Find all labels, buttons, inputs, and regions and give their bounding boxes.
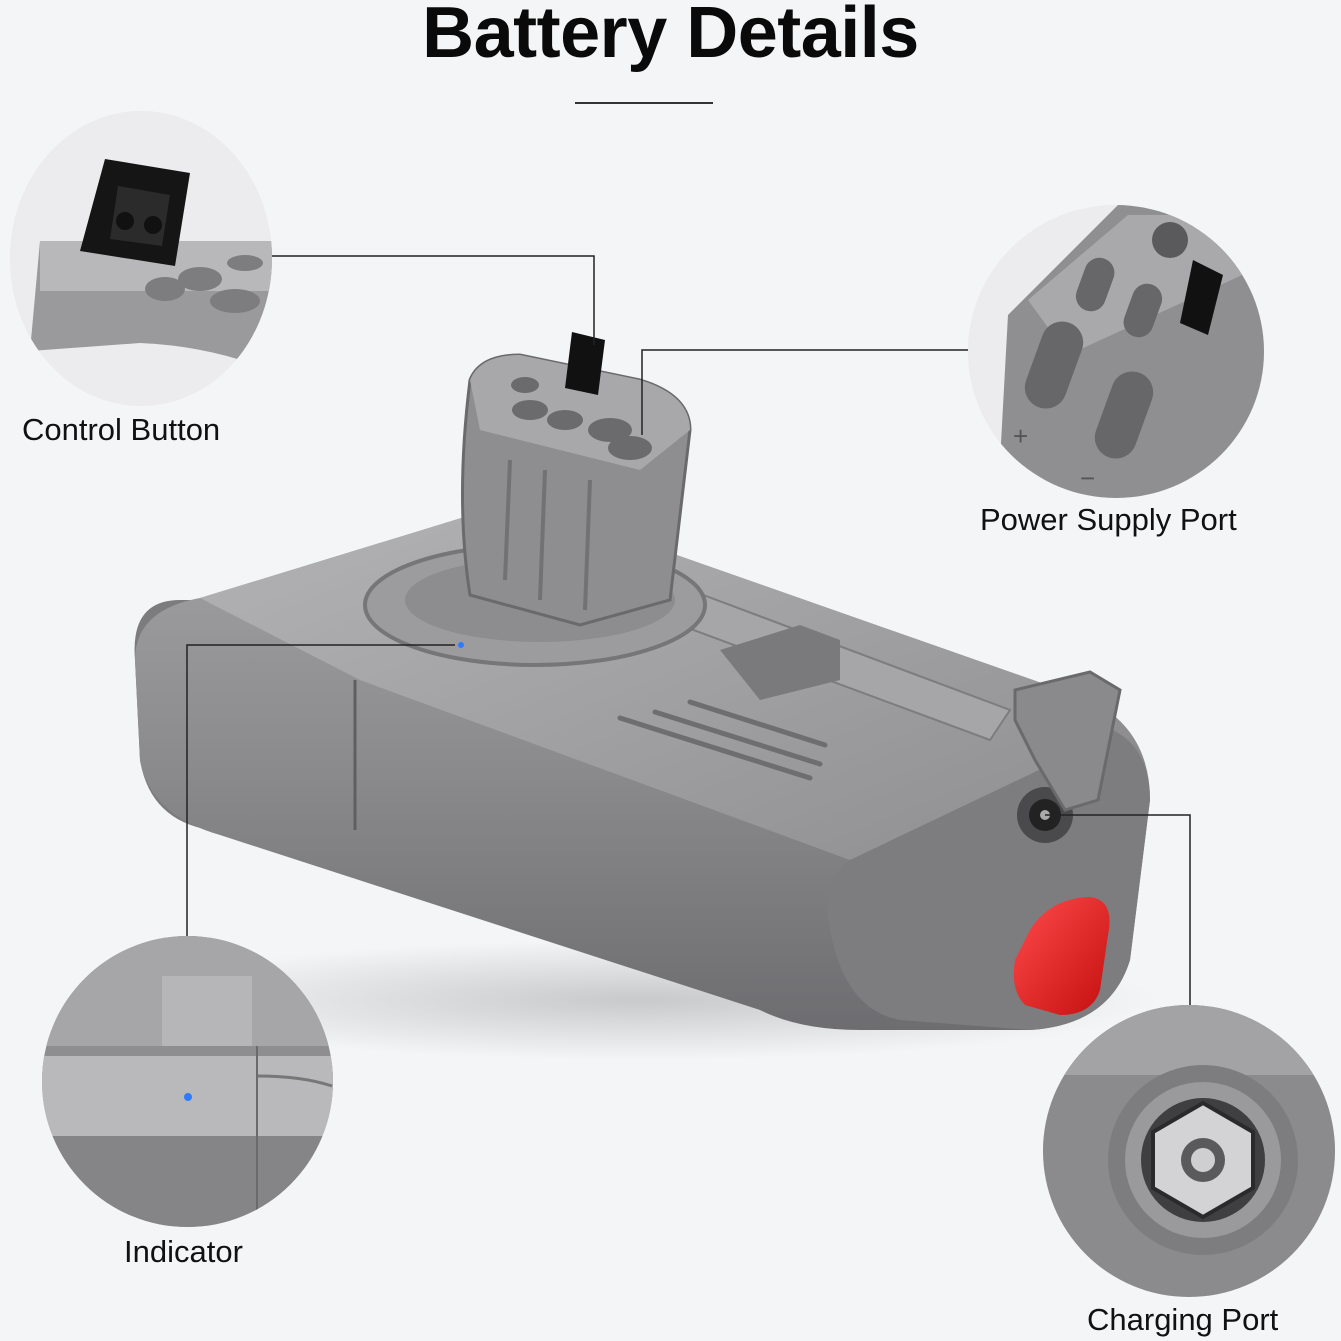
page-title: Battery Details <box>422 0 919 73</box>
charging-port-zoom <box>1043 1005 1335 1297</box>
control-button-label: Control Button <box>22 412 221 447</box>
charging-port-label: Charging Port <box>1087 1302 1279 1337</box>
control-button-zoom <box>10 111 272 406</box>
indicator-label: Indicator <box>124 1234 243 1269</box>
power-port-zoom: + − <box>968 205 1264 498</box>
indicator-zoom <box>42 936 333 1227</box>
svg-text:−: − <box>1080 463 1095 493</box>
title-divider <box>575 102 713 104</box>
power-supply-port-label: Power Supply Port <box>980 502 1237 537</box>
svg-text:+: + <box>1013 421 1028 451</box>
